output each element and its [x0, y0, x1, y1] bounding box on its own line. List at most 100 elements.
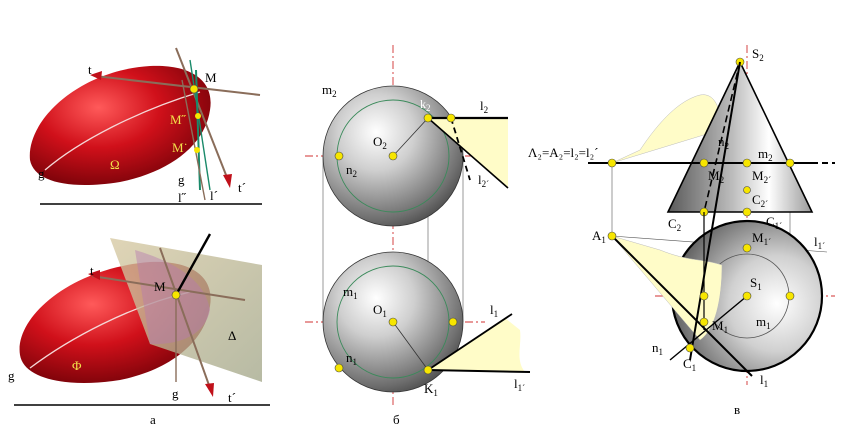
label-l-d: l´ [210, 188, 218, 203]
label-lambda2: Λ₂=A₂=l₂=l₂´ [528, 145, 599, 160]
radius-O2-k2 [392, 117, 429, 157]
point-K1 [423, 365, 433, 375]
proj-line-top [181, 79, 206, 201]
label-l1: l1 [490, 302, 498, 319]
label-K1: K1 [424, 381, 438, 398]
normal2-top [189, 59, 211, 191]
label-g2-bottom: g [172, 386, 179, 401]
label-l1p: l1´ [514, 376, 525, 393]
point-right-c [785, 291, 795, 301]
line-l1-c [611, 235, 753, 377]
tangent-plane-delta [110, 238, 262, 382]
label-O2: O2 [373, 134, 387, 151]
label-t-top: t [88, 62, 92, 77]
arrow-t-bottom [88, 270, 100, 280]
label-t-bottom: t [90, 263, 94, 278]
point-A1 [607, 231, 617, 241]
label-m1-c: m1 [756, 314, 771, 331]
line-C1-S [689, 61, 741, 361]
label-m1: m1 [343, 284, 358, 301]
label-m2-c: m2 [758, 146, 773, 163]
normal-bottom [174, 233, 212, 296]
point-C1p-top [742, 207, 752, 217]
panel-a-bottom: t M Φ Δ g g t´ а [8, 233, 270, 427]
point-m2 [785, 158, 795, 168]
label-phi: Φ [72, 358, 82, 373]
line-t2-bottom [159, 247, 211, 389]
label-k2: k2 [420, 97, 431, 113]
cone-front-view [666, 60, 814, 213]
point-M2 [699, 158, 709, 168]
point-M1p [742, 243, 752, 253]
label-M1p: M1´ [752, 230, 771, 247]
label-O1: O1 [373, 302, 387, 319]
point-left-c [699, 291, 709, 301]
caption-a: а [150, 412, 156, 427]
point-M-top [189, 84, 199, 94]
egg-surface-omega [29, 65, 211, 186]
point-O1 [388, 317, 398, 327]
radius-O1-K1 [392, 321, 429, 371]
point-M-bottom [171, 290, 181, 300]
label-M-d: M˙ [172, 140, 188, 155]
label-S2: S2 [752, 46, 764, 63]
label-M-top: M [205, 70, 217, 85]
point-C2p [743, 186, 751, 194]
label-t-d-bottom: t´ [228, 390, 236, 405]
label-delta: Δ [228, 328, 236, 343]
label-C1p: C1´ [766, 214, 782, 231]
label-C2p: C2´ [752, 192, 768, 209]
cone-generatrix-hidden [703, 61, 741, 213]
label-m2: m2 [322, 82, 337, 99]
point-M1 [699, 317, 709, 327]
point-O2 [388, 151, 398, 161]
label-M2-c: M2 [708, 168, 724, 185]
label-M-dd: M˝ [170, 112, 187, 127]
plane-l1 [428, 318, 525, 372]
caption-c: в [734, 402, 740, 417]
point-k2 [423, 113, 433, 123]
label-n2: n2 [346, 162, 357, 179]
line-l2p [427, 117, 509, 189]
label-g2-top: g [178, 172, 185, 187]
label-l1p-c: l1´ [814, 234, 825, 251]
caption-b: б [393, 412, 400, 427]
point-C1 [685, 343, 695, 353]
arrow-t2-bottom [205, 383, 214, 397]
label-S1: S1 [750, 275, 762, 292]
plane-trace-bottom [611, 235, 723, 341]
label-omega: Ω [110, 157, 120, 172]
tangent-t-bottom [91, 275, 246, 301]
tangent-t-top [94, 75, 261, 96]
hidden-line-top [450, 117, 471, 181]
label-g-bottom: g [8, 368, 15, 383]
line-l1p [427, 369, 531, 373]
point-M2p [742, 158, 752, 168]
line-l1 [427, 313, 513, 371]
label-l2: l2 [480, 98, 488, 115]
panel-a-top: t M M˝ M˙ g Ω g l˝ l´ t´ [29, 47, 262, 205]
label-l2p: l2´ [478, 172, 489, 189]
point-n2 [334, 151, 344, 161]
label-t-d-top: t´ [238, 180, 246, 195]
curve-g-top [44, 91, 201, 171]
point-M-d [194, 147, 200, 153]
label-C2: C2 [668, 216, 681, 233]
label-n1-c: n1 [652, 340, 663, 357]
point-n1 [334, 363, 344, 373]
label-M2p-c: M2´ [752, 168, 771, 185]
point-S1 [742, 291, 752, 301]
label-g-top: g [38, 166, 45, 181]
label-n2-c: n2 [718, 134, 729, 151]
point-right-b [448, 317, 458, 327]
arrow-t2-top [223, 174, 232, 188]
label-l-dd: l˝ [178, 190, 187, 205]
label-M1-c: M1 [712, 318, 728, 335]
label-n1: n1 [346, 350, 357, 367]
arrow-t-top [90, 71, 102, 80]
label-l1-c: l1 [760, 372, 768, 389]
line-l-top [175, 47, 229, 181]
label-A1: A1 [592, 228, 606, 245]
point-A2 [607, 158, 617, 168]
